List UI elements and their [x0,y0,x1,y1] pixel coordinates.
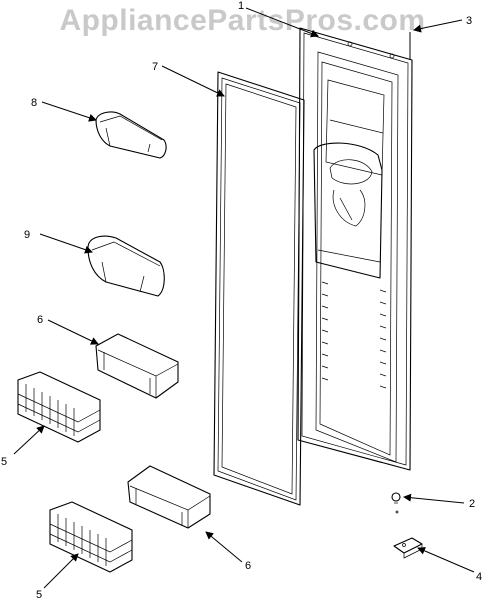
leader-line-3 [413,19,463,33]
leader-line-5a [13,425,45,455]
callout-8: 8 [31,97,37,109]
callout-6-upper: 6 [37,314,43,326]
leader-line-6a [47,319,99,345]
hinge-bracket [393,537,423,559]
leader-line-8 [41,101,97,122]
callout-7: 7 [152,61,158,73]
leader-line-2 [403,493,465,504]
callout-9: 9 [24,229,30,241]
wire-rack-lower [49,501,133,573]
leader-line-4 [417,547,475,573]
leader-line-6b [205,531,243,563]
leader-line-1 [245,7,319,38]
door-panel [297,27,413,471]
wire-rack-upper [17,371,101,443]
leader-line-9 [39,233,93,254]
callout-5-lower: 5 [36,589,42,600]
hinge-pin [391,492,401,514]
door-gasket [213,71,305,506]
callout-2: 2 [469,498,475,510]
door-bin-large-upper [87,235,165,297]
door-bin-small-upper [95,111,167,159]
door-bin-6-lower [127,465,211,529]
leader-line-5b [43,553,79,589]
door-bin-6-upper [95,333,179,399]
callout-6-lower: 6 [245,560,251,572]
callout-3: 3 [466,15,472,27]
callout-5-upper: 5 [1,456,7,468]
leader-line-7 [161,65,225,97]
callout-1: 1 [238,0,244,12]
callout-4: 4 [476,571,482,583]
dispenser-housing [313,142,383,279]
